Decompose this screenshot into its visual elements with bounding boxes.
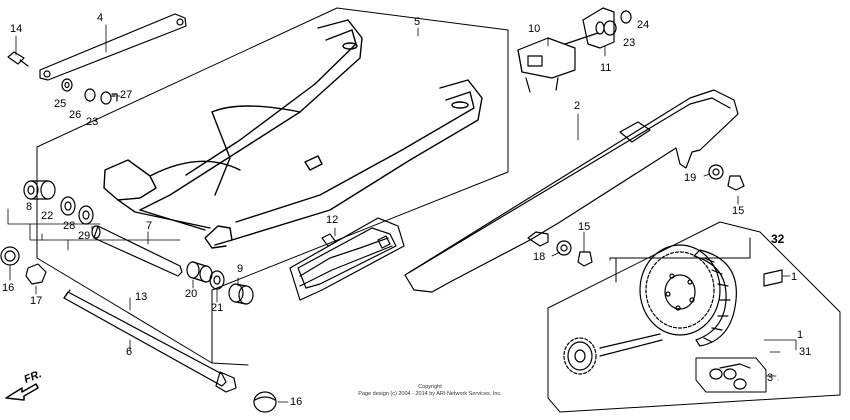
leader-lines <box>7 24 797 403</box>
pivot-bolt <box>63 289 237 393</box>
part-label-28[interactable]: 28 <box>63 220 76 232</box>
part-label-15b[interactable]: 15 <box>732 205 745 217</box>
part-label-1-top[interactable]: 1 <box>791 271 798 283</box>
chain-kit-panel <box>547 221 841 413</box>
part-label-32[interactable]: 32 <box>771 232 785 246</box>
cap-16-left <box>0 246 20 266</box>
bolt-14 <box>7 51 29 67</box>
hardware-25-26-23-27 <box>61 78 118 105</box>
part-label-23b[interactable]: 23 <box>623 37 636 49</box>
part-label-8[interactable]: 8 <box>26 201 33 213</box>
part-label-5[interactable]: 5 <box>414 16 421 28</box>
hardware-23-24 <box>603 10 632 36</box>
part-label-17[interactable]: 17 <box>30 295 43 307</box>
part-label-12[interactable]: 12 <box>326 214 339 226</box>
part-label-7[interactable]: 7 <box>146 220 153 232</box>
part-label-4[interactable]: 4 <box>97 12 104 24</box>
drive-sprocket <box>563 337 597 375</box>
driven-sprocket <box>639 244 721 336</box>
part-label-16a[interactable]: 16 <box>2 282 15 294</box>
copyright-line-1: Copyright <box>418 384 442 390</box>
master-link-box <box>695 357 767 393</box>
pivot-bushings <box>23 180 94 225</box>
chain-guide <box>289 217 405 301</box>
part-label-26[interactable]: 26 <box>69 109 82 121</box>
hardware-18-15 <box>556 240 593 267</box>
pivot-bearings <box>186 261 254 305</box>
part-label-18[interactable]: 18 <box>533 251 546 263</box>
part-label-21[interactable]: 21 <box>211 302 224 314</box>
part-label-16b[interactable]: 16 <box>290 396 303 408</box>
chain-adjuster <box>517 7 615 93</box>
part-label-14[interactable]: 14 <box>10 23 23 35</box>
part-label-15a[interactable]: 15 <box>578 221 591 233</box>
swingarm-panel-outline <box>36 7 509 364</box>
stabilizer-rod <box>39 13 187 81</box>
part-label-11[interactable]: 11 <box>600 62 612 74</box>
part-label-20[interactable]: 20 <box>185 288 198 300</box>
part-label-10[interactable]: 10 <box>528 23 541 35</box>
part-label-23a[interactable]: 23 <box>86 116 99 128</box>
washer-17 <box>25 263 47 285</box>
warning-label-part <box>763 269 783 287</box>
part-label-22[interactable]: 22 <box>41 210 54 222</box>
cap-16-bottom <box>253 391 277 413</box>
drive-chain <box>599 249 737 357</box>
copyright-line-2: Page design (c) 2004 - 2014 by ARI Netwo… <box>358 391 502 397</box>
part-label-27[interactable]: 27 <box>120 89 133 101</box>
chain-case <box>404 89 739 293</box>
part-label-9[interactable]: 9 <box>237 263 244 275</box>
part-label-2[interactable]: 2 <box>574 100 581 112</box>
swingarm <box>103 19 483 249</box>
part-label-6[interactable]: 6 <box>126 346 133 358</box>
part-label-19[interactable]: 19 <box>684 172 697 184</box>
pivot-collar <box>91 225 183 277</box>
hardware-19-15 <box>708 164 745 191</box>
part-label-29[interactable]: 29 <box>78 230 91 242</box>
part-label-24[interactable]: 24 <box>637 19 650 31</box>
part-label-13[interactable]: 13 <box>135 291 148 303</box>
part-label-1-side[interactable]: 1 <box>797 329 804 341</box>
front-direction-arrow <box>5 383 39 401</box>
part-label-25[interactable]: 25 <box>54 98 67 110</box>
copyright-notice: Copyright Page design (c) 2004 - 2014 by… <box>330 384 530 398</box>
part-label-3[interactable]: 3 <box>767 372 774 384</box>
part-label-31[interactable]: 31 <box>799 346 812 358</box>
